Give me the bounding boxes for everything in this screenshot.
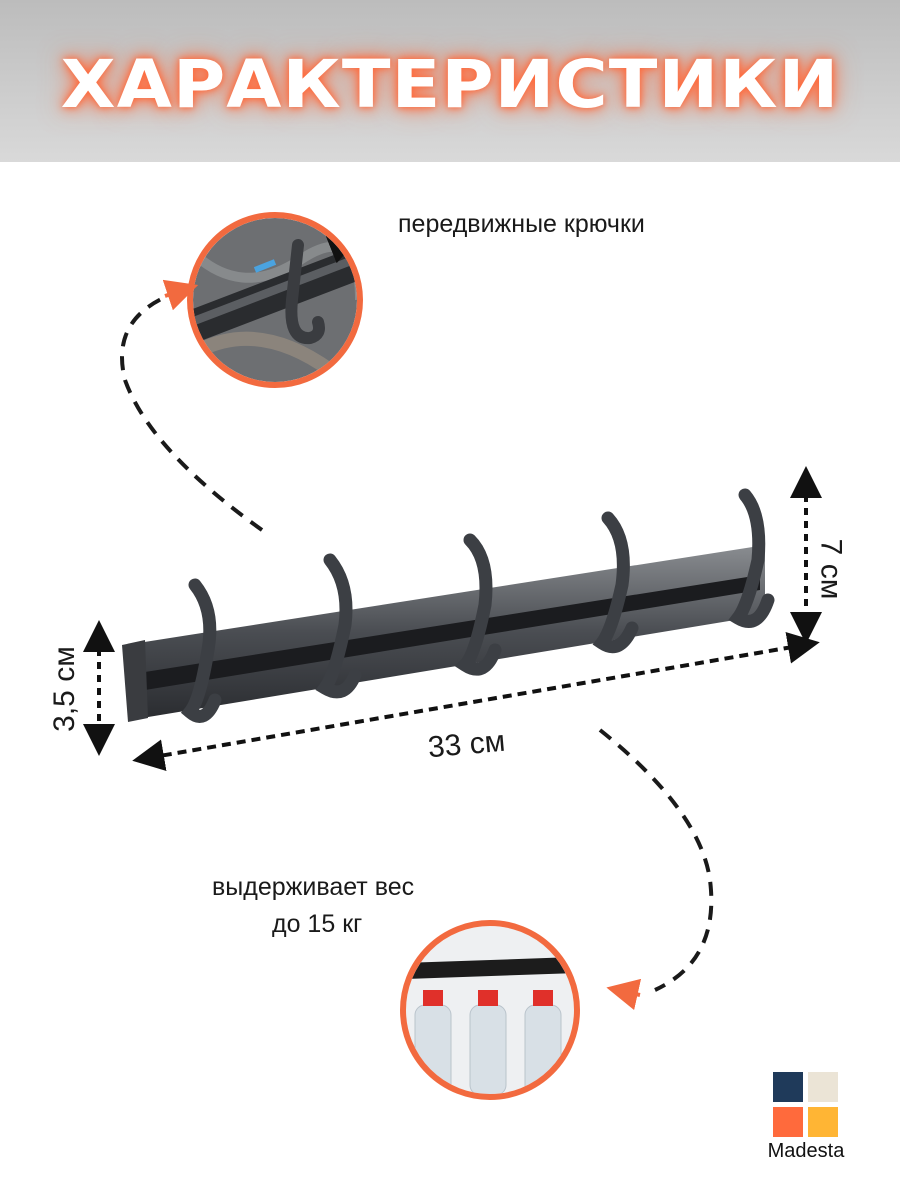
logo-square-beige: [808, 1072, 838, 1102]
movable-hook-closeup: [187, 212, 363, 388]
connector-dashed-bottom: [598, 728, 714, 992]
hook-rail-product: [122, 488, 775, 723]
load-capacity-closeup: [400, 920, 580, 1100]
feature-movable-hooks: передвижные крючки: [398, 210, 645, 238]
length-label: 33 см: [426, 724, 507, 765]
height-label: 7 см: [814, 538, 848, 600]
length-dimension-arrow: [132, 631, 820, 772]
page-title: ХАРАКТЕРИСТИКИ: [60, 46, 840, 123]
brand-name: Madesta: [767, 1140, 845, 1162]
feature-load-line2: до 15 кг: [272, 910, 363, 938]
logo-square-navy: [773, 1072, 803, 1102]
logo-square-yellow: [808, 1107, 838, 1137]
depth-label: 3,5 см: [47, 646, 81, 732]
logo-square-orange: [773, 1107, 803, 1137]
feature-load-line1: выдерживает вес: [212, 873, 415, 901]
header-banner: ХАРАКТЕРИСТИКИ: [0, 0, 900, 162]
connector-dashed-top: [120, 293, 264, 532]
